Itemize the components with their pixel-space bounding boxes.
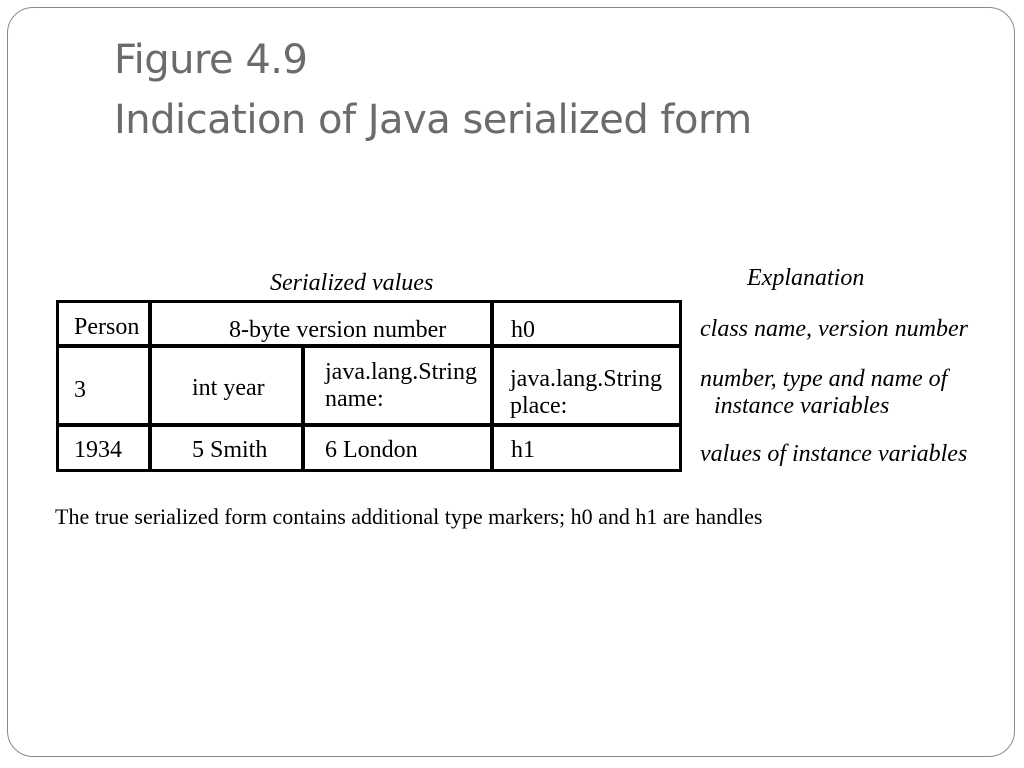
cell-place-label: place:	[510, 393, 568, 419]
slide-title-line2: Indication of Java serialized form	[114, 97, 752, 143]
cell-place-type: java.lang.String	[510, 366, 662, 392]
cell-year-value: 1934	[74, 437, 122, 463]
cell-place-field: java.lang.String place:	[510, 366, 662, 420]
row-divider-1	[56, 344, 682, 348]
footnote: The true serialized form contains additi…	[55, 504, 763, 529]
cell-place-value: 6 London	[325, 437, 418, 463]
explanation-row1: class name, version number	[700, 316, 968, 342]
explanation-row2-line2: instance variables	[714, 393, 890, 419]
row-divider-2	[56, 423, 682, 427]
cell-name-field: java.lang.String name:	[325, 359, 477, 413]
serialized-form-table	[56, 300, 682, 472]
explanation-header: Explanation	[747, 265, 865, 291]
col-divider-1	[148, 300, 152, 472]
explanation-row3: values of instance variables	[700, 441, 968, 467]
cell-handle-h0: h0	[511, 317, 535, 343]
serialized-values-header: Serialized values	[270, 270, 434, 296]
cell-name-label: name:	[325, 386, 384, 412]
col-divider-3	[490, 300, 494, 472]
slide-frame	[7, 7, 1015, 757]
col-divider-2	[301, 344, 305, 472]
cell-int-year: int year	[192, 375, 265, 401]
cell-name-type: java.lang.String	[325, 359, 477, 385]
slide-title-line1: Figure 4.9	[114, 37, 308, 83]
cell-handle-h1: h1	[511, 437, 535, 463]
cell-class-name: Person	[74, 314, 140, 340]
explanation-row2-line1: number, type and name of	[700, 366, 948, 392]
cell-field-count: 3	[74, 377, 86, 403]
cell-version-number: 8-byte version number	[229, 317, 447, 343]
cell-name-value: 5 Smith	[192, 437, 268, 463]
